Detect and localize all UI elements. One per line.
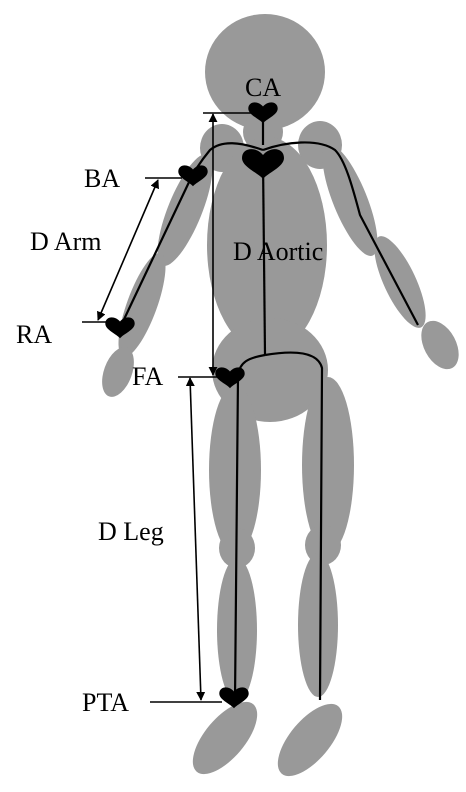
left-foot bbox=[181, 691, 268, 784]
ra-label: RA bbox=[16, 320, 52, 349]
fa-label: FA bbox=[132, 362, 164, 391]
ba-label: BA bbox=[84, 164, 120, 193]
d-aortic-label: D Aortic bbox=[233, 237, 323, 266]
human-figure bbox=[96, 14, 466, 787]
left-lower-arm bbox=[109, 248, 175, 362]
right-foot bbox=[266, 693, 353, 786]
d-arm-label: D Arm bbox=[30, 227, 102, 256]
d-leg-label: D Leg bbox=[98, 517, 164, 546]
ca-label: CA bbox=[245, 73, 281, 102]
right-shin bbox=[298, 553, 338, 697]
pta-label: PTA bbox=[82, 688, 129, 717]
d-leg-arrow bbox=[190, 378, 201, 700]
